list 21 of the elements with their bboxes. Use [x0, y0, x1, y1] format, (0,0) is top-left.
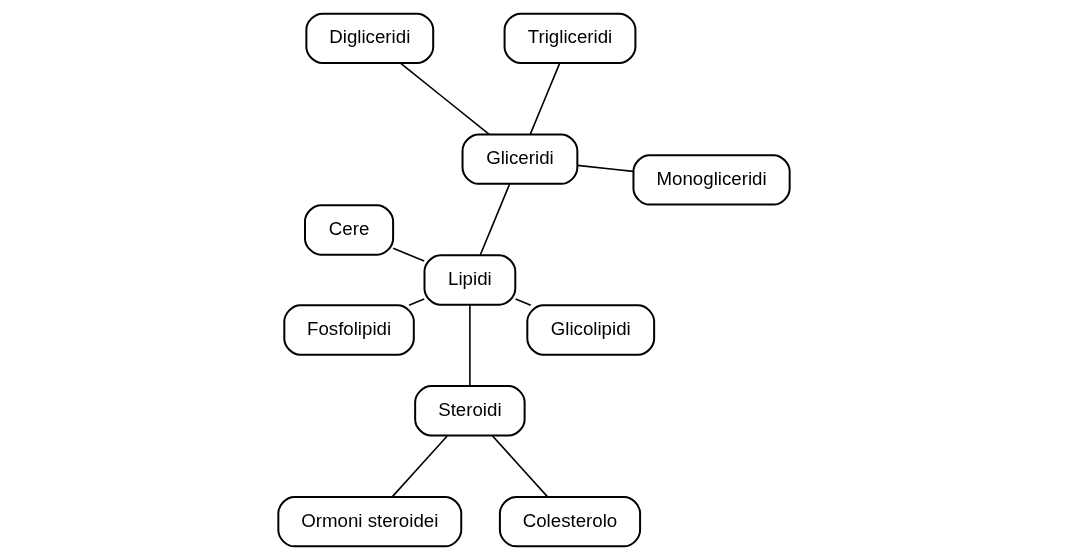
node-box: Gliceridi	[461, 133, 578, 185]
connector	[576, 164, 634, 173]
node-box: Cere	[303, 204, 394, 256]
connector	[491, 435, 548, 498]
node-box: Monogliceridi	[631, 154, 791, 206]
node-box: Digliceridi	[304, 12, 434, 65]
node-box: Colesterolo	[498, 495, 641, 548]
connector	[391, 435, 448, 498]
node-box: Steroidi	[413, 385, 526, 437]
node-box: Trigliceridi	[503, 12, 636, 65]
connector	[478, 183, 510, 256]
connector	[391, 247, 425, 262]
connector	[529, 62, 560, 135]
node-box: Ormoni steroidei	[276, 495, 462, 548]
node-box: Lipidi	[423, 254, 516, 306]
node-box: Glicolipidi	[525, 304, 655, 356]
node-box: Fosfolipidi	[282, 304, 415, 356]
connector	[399, 62, 490, 136]
connector	[407, 298, 425, 306]
connector	[468, 304, 471, 387]
connector	[514, 298, 531, 306]
